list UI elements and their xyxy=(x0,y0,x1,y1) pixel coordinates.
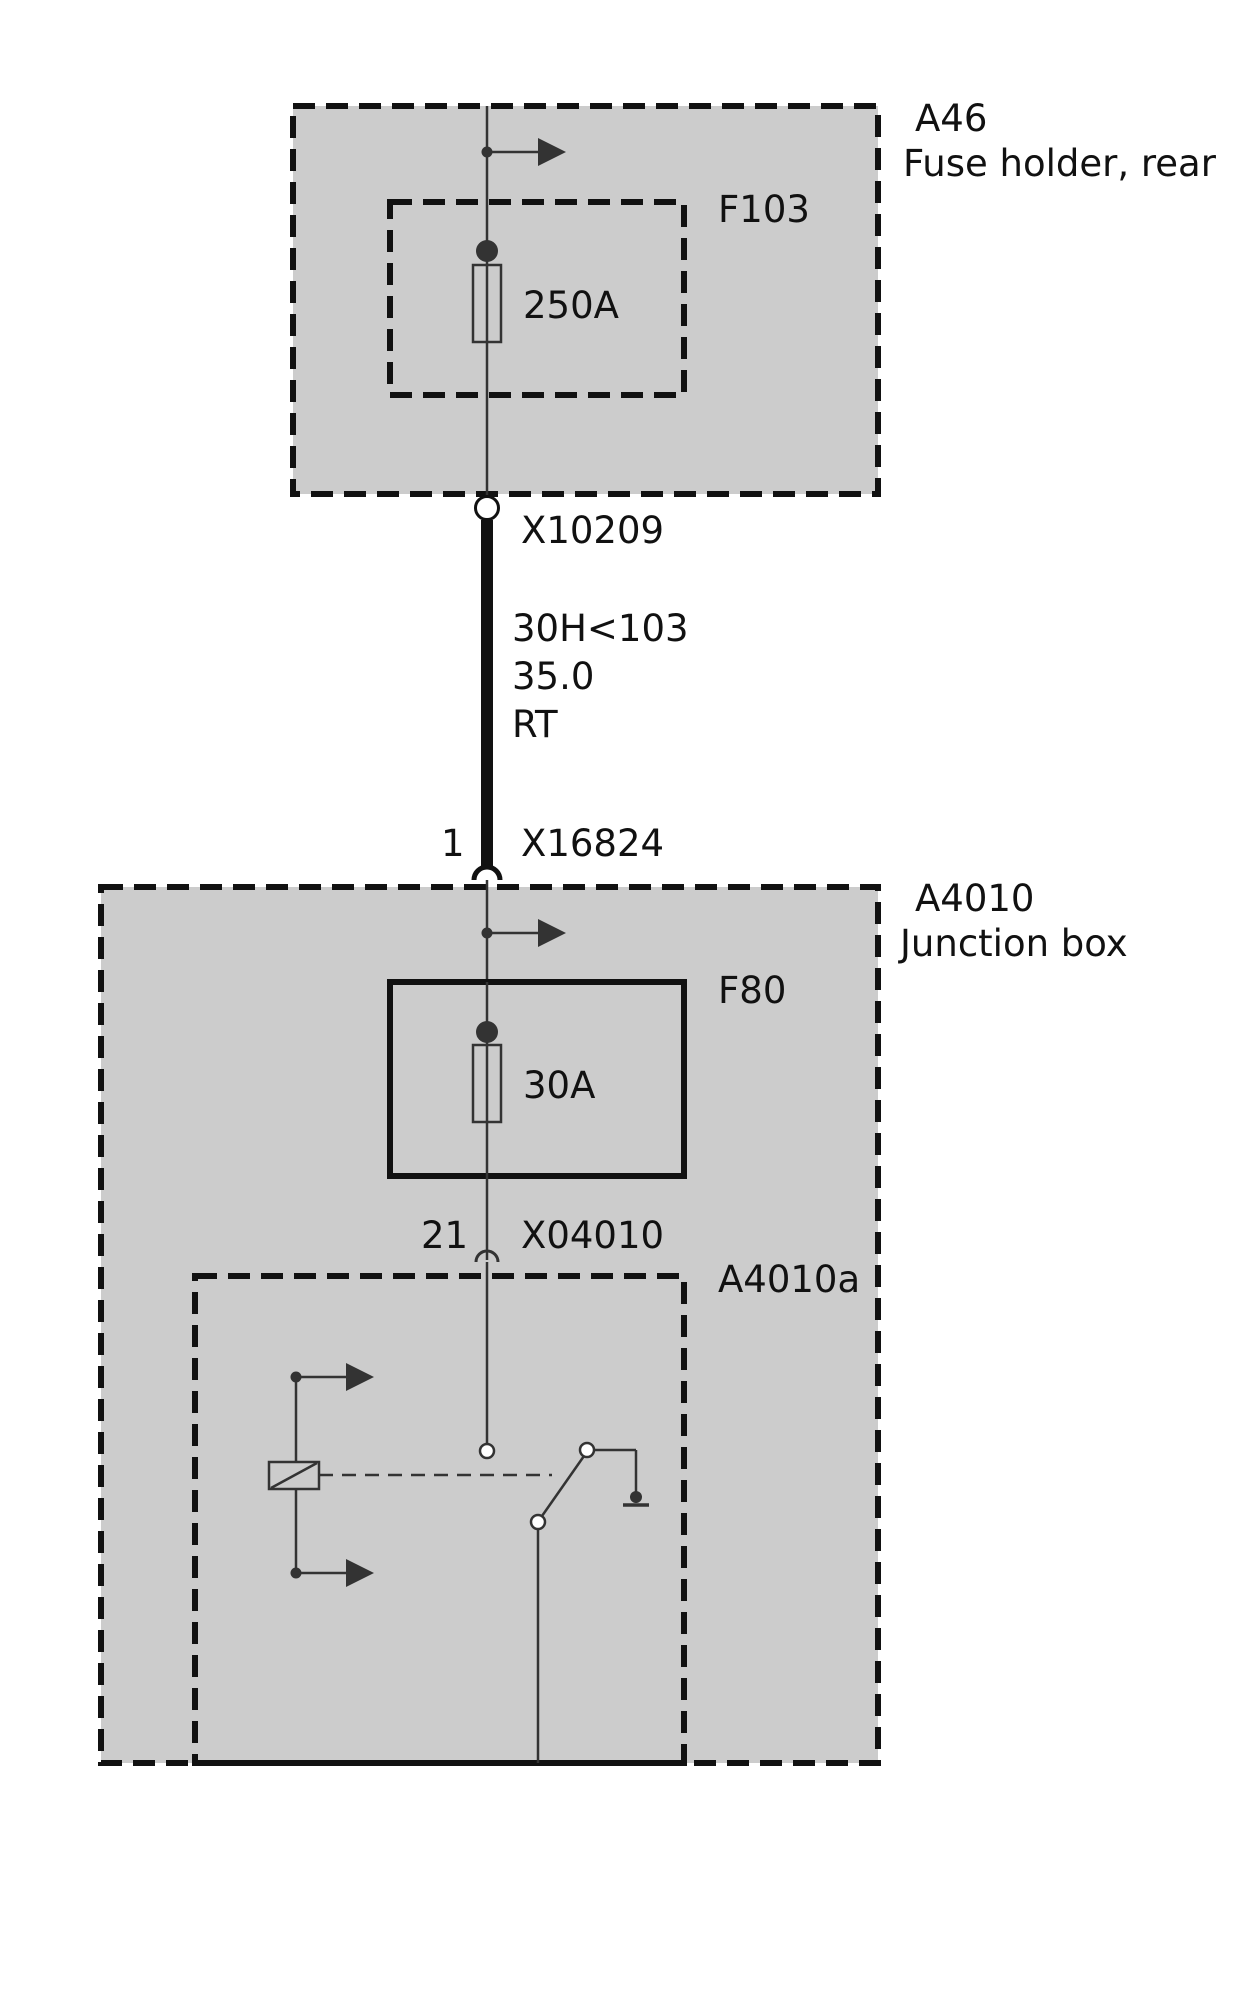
switch-pivot-contact xyxy=(529,1513,547,1531)
a4010a-module-box xyxy=(192,1273,687,1766)
a4010-id-label: A4010 xyxy=(915,877,1034,920)
a4010a-id-label: A4010a xyxy=(718,1258,860,1301)
wire-circuit-label: 30H<103 xyxy=(512,607,689,650)
f103-fuse-box xyxy=(387,199,687,398)
coil-top-arrow-icon xyxy=(296,1363,374,1391)
f80-fuse-terminal xyxy=(476,1021,498,1043)
coil-bottom-arrow-icon xyxy=(296,1559,374,1587)
x04010-connector-icon xyxy=(474,1249,500,1263)
f103-fuse-terminal xyxy=(476,240,498,262)
x16824-id-label: X16824 xyxy=(521,822,664,865)
x10209-id-label: X10209 xyxy=(521,509,664,552)
f80-id-label: F80 xyxy=(718,969,786,1012)
x16824-connector-icon xyxy=(471,864,503,881)
wire-cross-section-label: 35.0 xyxy=(512,655,594,698)
a46-name-label: Fuse holder, rear xyxy=(903,142,1217,185)
x10209-connector-icon xyxy=(474,495,500,521)
f103-id-label: F103 xyxy=(718,188,810,231)
switch-blade xyxy=(540,1455,586,1517)
relay-input-contact xyxy=(478,1442,496,1460)
f80-fuse-box xyxy=(387,979,687,1179)
switch-upper-contact xyxy=(578,1441,596,1459)
x16824-pin-label: 1 xyxy=(441,822,465,865)
x04010-pin-label: 21 xyxy=(421,1214,468,1257)
x04010-id-label: X04010 xyxy=(521,1214,664,1257)
a46-branch-arrow-icon xyxy=(487,138,566,166)
a4010-branch-arrow-icon xyxy=(487,919,566,947)
a4010-module-box xyxy=(98,884,881,1766)
a4010-name-label: Junction box xyxy=(898,922,1128,965)
f80-rating-label: 30A xyxy=(523,1064,595,1107)
ground-node xyxy=(630,1491,642,1503)
wire-color-label: RT xyxy=(512,703,558,746)
f103-rating-label: 250A xyxy=(523,284,619,327)
a46-id-label: A46 xyxy=(915,97,987,140)
